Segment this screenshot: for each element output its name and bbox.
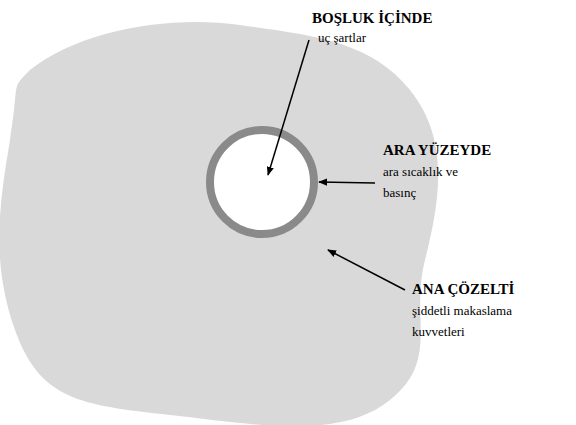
bulk-solution-region: [0, 22, 438, 425]
leader-arrow: [319, 182, 375, 183]
leader-arrow: [268, 40, 309, 175]
note-label: şiddetli makaslama kuvvetleri: [412, 300, 537, 342]
leader-arrow: [328, 250, 405, 290]
heading-label: BOŞLUK İÇİNDE: [312, 8, 432, 28]
heading-label: ARA YÜZEYDE: [383, 140, 491, 160]
note-label: ara sıcaklık ve basınç: [383, 161, 483, 203]
note-label: uç şartlar: [318, 29, 366, 47]
heading-label: ANA ÇÖZELTİ: [412, 279, 514, 299]
cavity-bubble: [210, 130, 314, 234]
